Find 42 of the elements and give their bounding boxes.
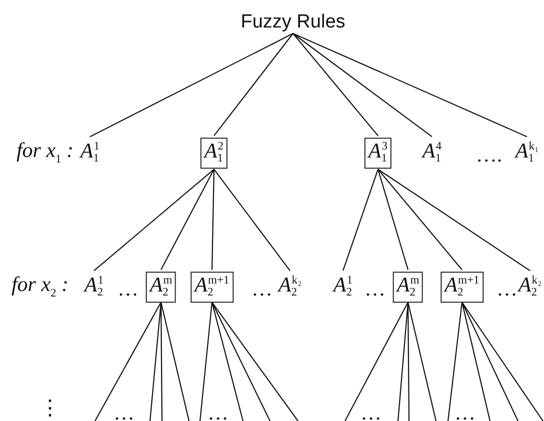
ellipsis-text: … [360, 402, 382, 421]
branch-line [447, 302, 463, 421]
variable-label: for x$_{1}$ : [16, 140, 74, 166]
tree-line [378, 168, 462, 270]
tree-line [378, 168, 530, 272]
branch-line [407, 302, 437, 421]
branch-line [160, 302, 163, 421]
branch-line [344, 302, 408, 421]
tree-line [211, 169, 215, 270]
branch-line [199, 302, 213, 421]
tree-line [214, 168, 290, 272]
tree-line [160, 169, 214, 270]
branch-line [407, 302, 410, 421]
branch-line [149, 302, 162, 421]
ellipsis-text: … [496, 278, 518, 300]
ellipsis-text: … [364, 278, 386, 300]
branch-line [461, 302, 491, 421]
branch-line [212, 302, 298, 421]
branch-line [212, 302, 270, 421]
tree-line [292, 33, 528, 138]
branch-line [211, 302, 244, 421]
title-text: Fuzzy Rules [240, 12, 346, 32]
ellipsis-text: … [454, 402, 476, 421]
branch-line [94, 302, 162, 421]
tree-line [377, 169, 409, 270]
variable-label: for x$_{2}$ : [11, 274, 69, 300]
ellipsis-text: … [118, 278, 138, 300]
tree-line [292, 33, 378, 136]
branch-line [397, 302, 409, 421]
branch-line [462, 302, 544, 421]
branch-line [160, 302, 190, 421]
tree-line [90, 33, 294, 138]
tree-line [94, 168, 214, 272]
ellipsis-text: … [252, 278, 272, 300]
ellipsis-text: ⋮ [40, 398, 60, 418]
ellipsis-text: …. [476, 144, 502, 166]
tree-line [342, 169, 379, 271]
ellipsis-text: … [208, 402, 228, 421]
tree-line [214, 33, 294, 136]
tree-line [292, 33, 432, 138]
ellipsis-text: … [114, 402, 134, 421]
branch-line [462, 302, 518, 421]
